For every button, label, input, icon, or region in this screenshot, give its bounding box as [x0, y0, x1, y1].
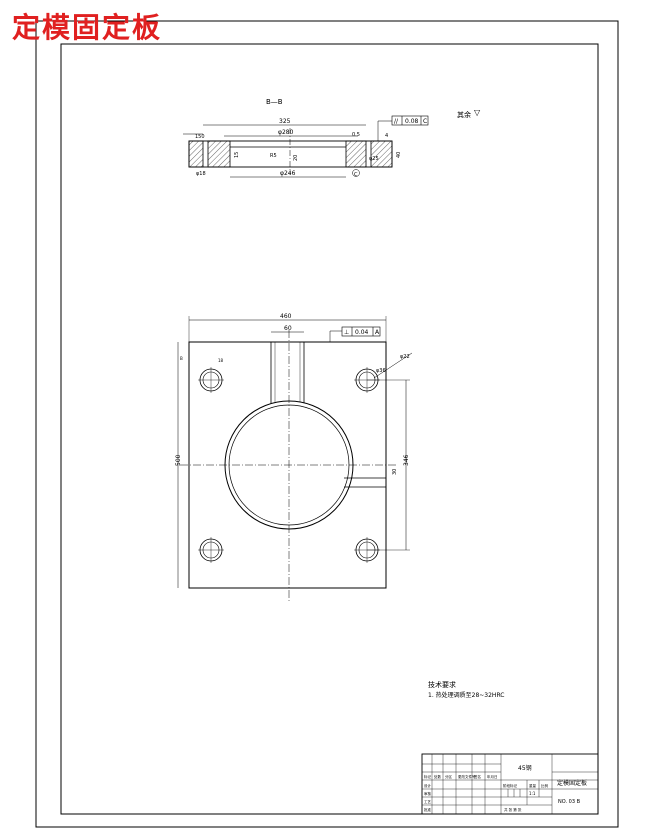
plan-flatness-frame: ⊥ 0.04 A — [329, 326, 381, 342]
title-block: 标记 处数 分区 更改文件号 签名 年月日 设计 审核 工艺 批准 阶段标记 重… — [421, 753, 599, 815]
scale-label: 比例 — [541, 783, 549, 788]
weight-label: 重量 — [529, 783, 537, 788]
datum-label: C — [354, 172, 358, 178]
title-label-sign: 签名 — [474, 774, 481, 779]
svg-text://: // — [394, 118, 399, 125]
dim-inner: φ280 — [278, 129, 294, 136]
dim-height: 500 — [175, 454, 182, 466]
dim-slot: 60 — [284, 325, 292, 332]
svg-text:C: C — [423, 118, 427, 125]
title-label-zone: 分区 — [445, 774, 453, 779]
stage-label: 阶段标记 — [503, 783, 517, 788]
dim-overall: 325 — [279, 118, 291, 125]
dim-left-step: 150 — [195, 134, 205, 140]
dim-slot-depth: 30 — [392, 469, 398, 475]
svg-text:0.04: 0.04 — [355, 329, 369, 336]
plan-view: 460 60 500 346 30 φ22 φ36 18 B ⊥ 0.04 A — [175, 313, 413, 602]
section-view: B—B 325 φ280 φ246 150 R5 15 20 40 0.5 φ1… — [183, 98, 481, 178]
section-hatch-left-a — [188, 140, 204, 168]
dim-chamfer-a: R5 — [270, 153, 277, 159]
section-mark: B — [180, 356, 183, 361]
dim-hole-b: φ25 — [369, 156, 379, 162]
title-label-review: 审核 — [424, 791, 432, 796]
title-label-mark: 标记 — [424, 774, 432, 779]
roughness-note: 其余 — [457, 110, 471, 119]
svg-text:0.08: 0.08 — [405, 118, 419, 125]
material: 45钢 — [518, 764, 532, 772]
watermark-title: 定模固定板 — [12, 11, 163, 44]
hole-leader — [373, 352, 413, 379]
corner-hole-tl — [198, 367, 224, 393]
roughness-icon: ▽ — [474, 108, 481, 117]
notes-line-1: 1. 热处理调质至28~32HRC — [428, 691, 505, 699]
section-label: B—B — [266, 98, 283, 106]
dim-thickness-a: 20 — [293, 155, 299, 161]
dim-bore: φ246 — [280, 170, 296, 177]
dim-width: 460 — [280, 313, 292, 320]
dim-r-small: 0.5 — [352, 132, 360, 138]
svg-text:⊥: ⊥ — [344, 329, 349, 336]
title-label-approve: 批准 — [424, 807, 432, 812]
title-label-process: 工艺 — [424, 799, 432, 804]
section-hatch-right-b — [370, 140, 393, 168]
dim-hole-b: φ36 — [376, 368, 386, 374]
title-label-design: 设计 — [424, 783, 432, 788]
svg-text:A: A — [375, 329, 380, 336]
inner-frame — [60, 43, 599, 815]
section-hatch-left-b — [207, 140, 231, 168]
dim-hole: φ22 — [400, 354, 410, 360]
title-label-change: 更改文件号 — [458, 774, 476, 779]
scale-value: 1:1 — [529, 791, 536, 796]
dim-chamfer-b: 15 — [234, 152, 240, 158]
section-flatness-frame: // 0.08 C — [377, 115, 429, 141]
sheet-count: 共 张 第 张 — [504, 807, 522, 812]
notes-heading: 技术要求 — [428, 680, 456, 689]
dim-center-height: 346 — [403, 454, 410, 466]
dim-thickness-b: 40 — [396, 152, 402, 158]
outer-frame — [35, 20, 619, 828]
section-small-label: 4 — [385, 133, 388, 139]
part-name: 定模固定板 — [557, 779, 587, 787]
technical-notes: 技术要求 1. 热处理调质至28~32HRC — [428, 680, 505, 699]
title-label-count: 处数 — [434, 774, 442, 779]
dim-hole: φ18 — [196, 171, 206, 177]
dim-hole-label: 18 — [218, 358, 224, 363]
title-label-date: 年月日 — [487, 774, 498, 779]
section-hatch-right-a — [345, 140, 367, 168]
corner-hole-bl — [198, 537, 224, 563]
drawing-number: NO. 03 B — [558, 799, 581, 805]
datum-mark — [352, 169, 360, 177]
